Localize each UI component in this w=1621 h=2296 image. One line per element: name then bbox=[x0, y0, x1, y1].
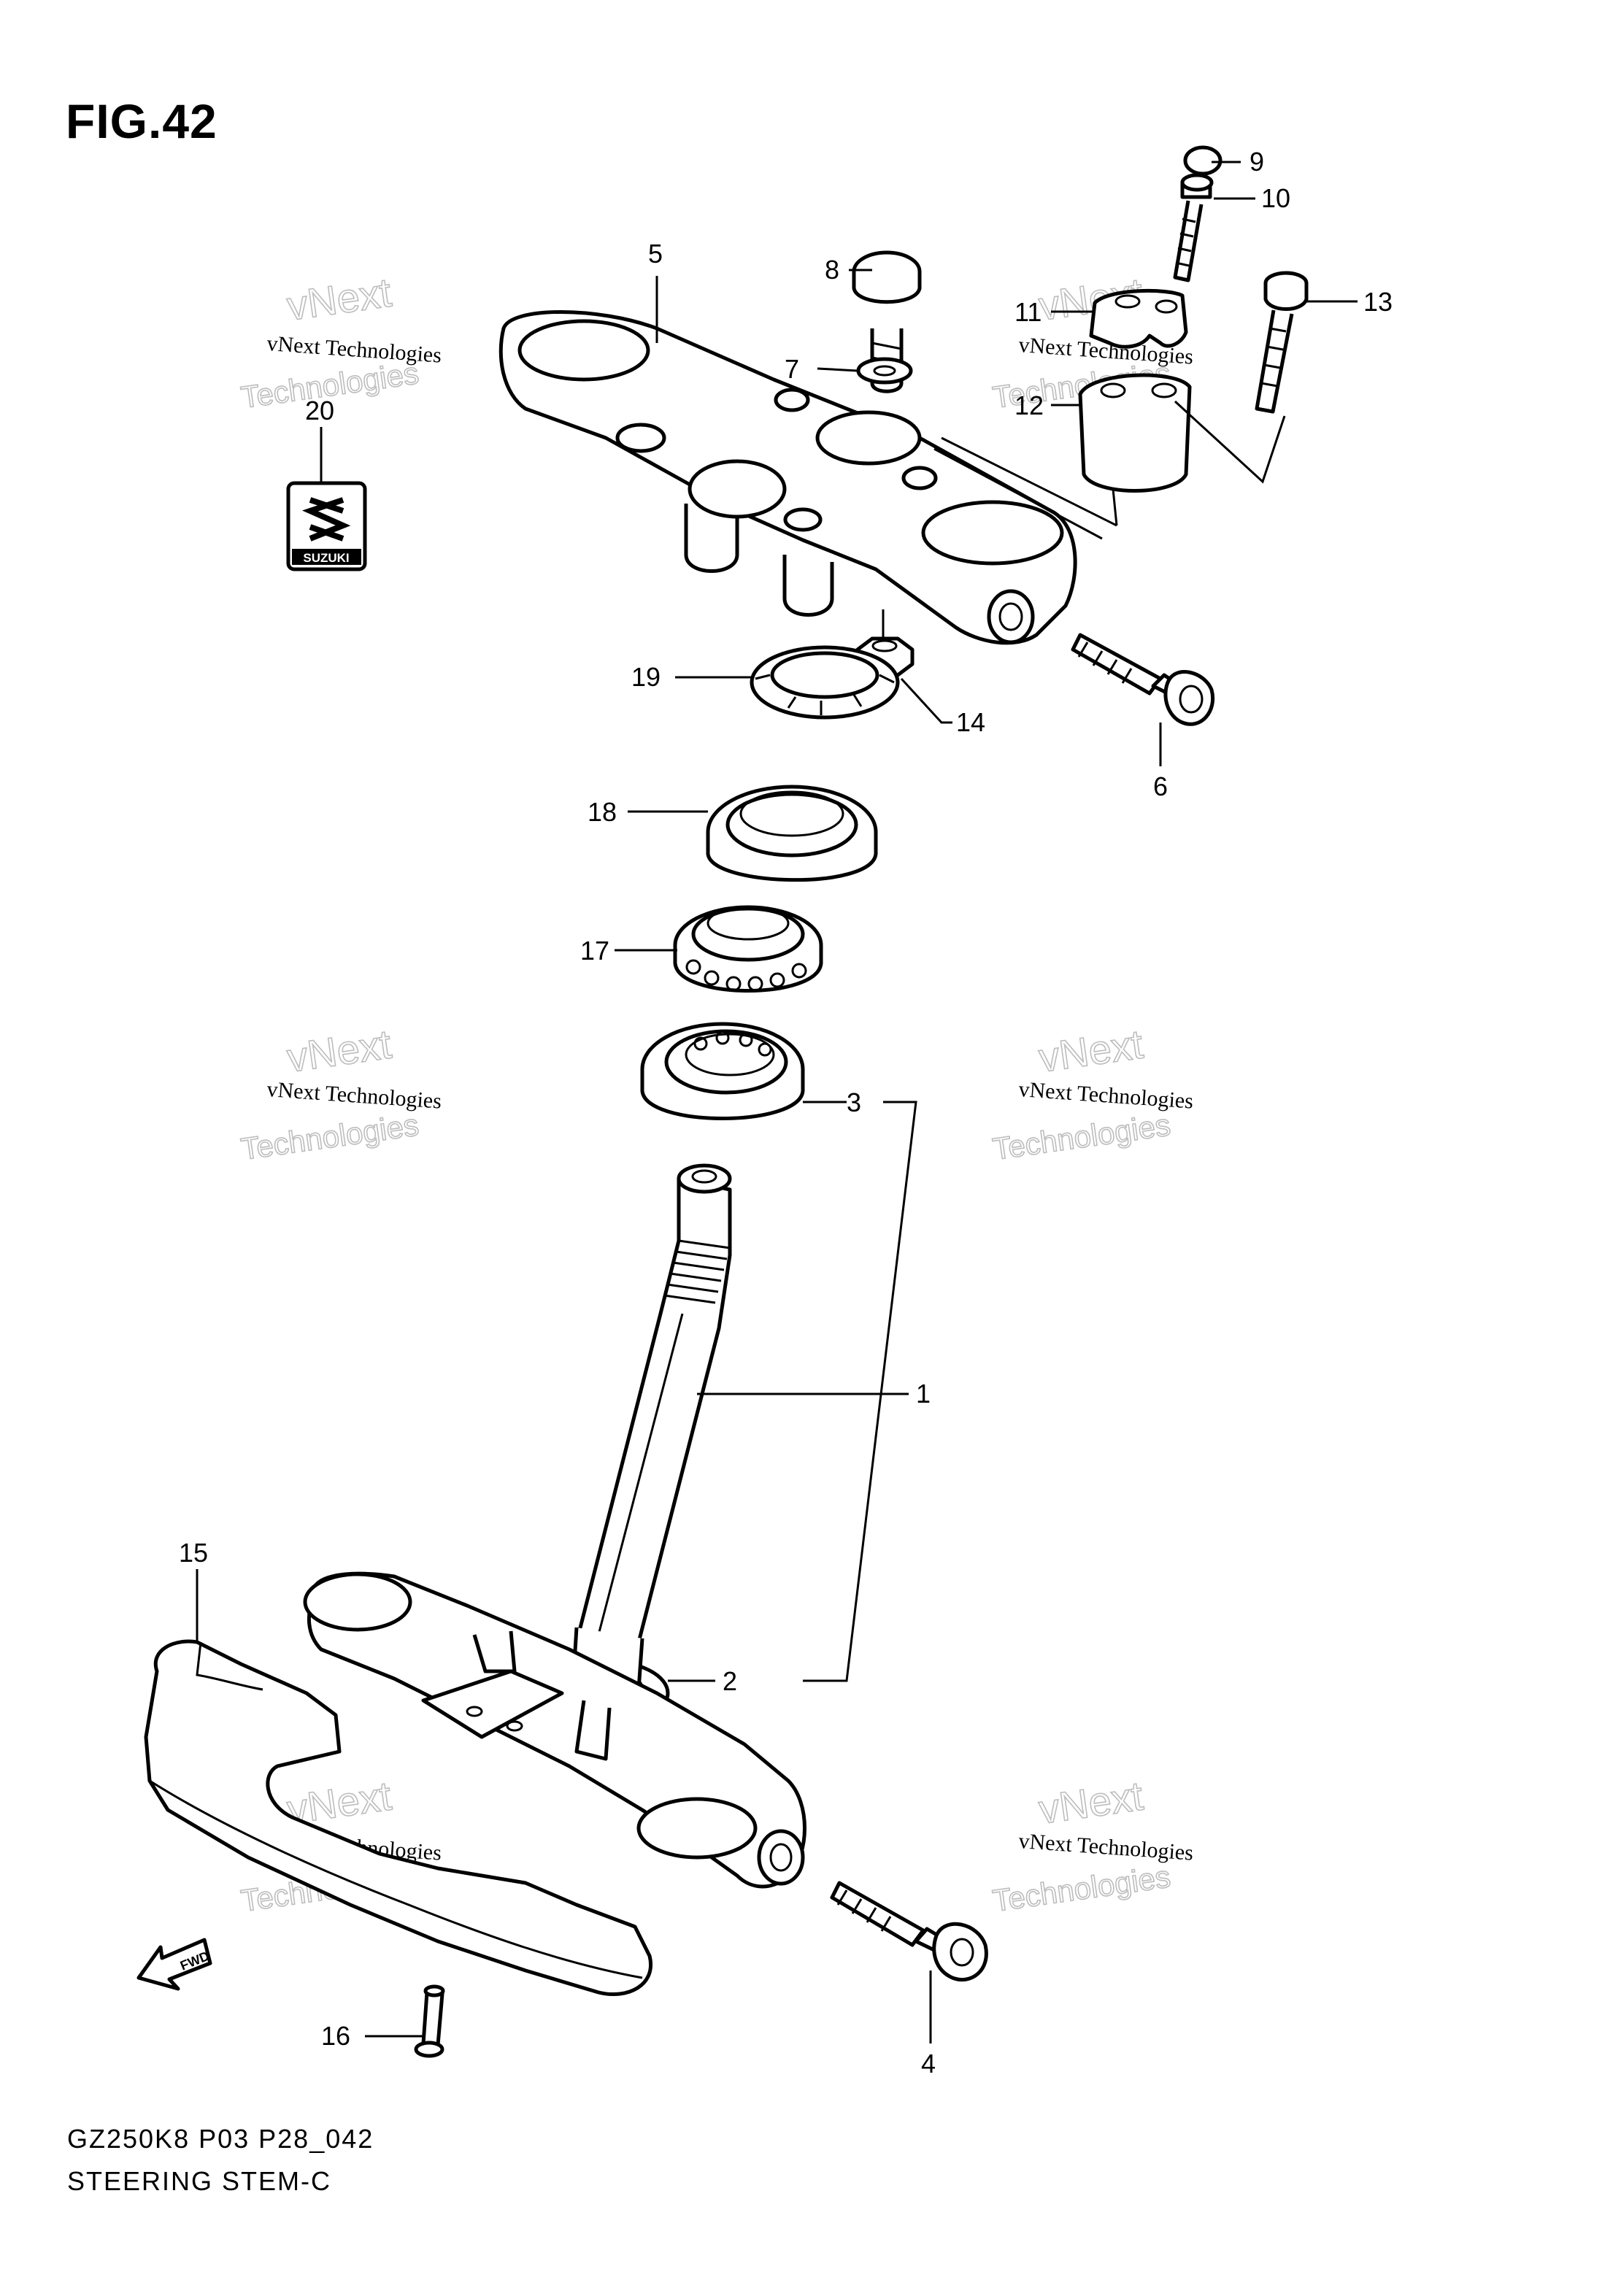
figure-title: FIG.42 bbox=[66, 94, 217, 148]
watermark-vnext: vNext bbox=[284, 1021, 394, 1081]
part-20-suzuki-emblem: SUZUKI bbox=[286, 481, 367, 571]
callout-18: 18 bbox=[588, 797, 617, 827]
callout-11: 11 bbox=[1014, 297, 1041, 327]
callout-7: 7 bbox=[785, 354, 799, 384]
part-4-bolt bbox=[830, 1881, 988, 1982]
callout-labels: 1 2 3 4 5 6 7 8 9 10 11 12 13 14 15 16 1… bbox=[179, 147, 1393, 2079]
part-13-bolt bbox=[1255, 271, 1309, 414]
part-3-bearing-race bbox=[640, 1022, 805, 1120]
callout-14: 14 bbox=[956, 707, 985, 737]
watermark-vnext: vNext bbox=[1036, 1773, 1146, 1833]
callout-10: 10 bbox=[1261, 183, 1290, 213]
callout-4: 4 bbox=[921, 2049, 936, 2079]
leader-lines bbox=[196, 161, 1358, 2043]
part-5-upper-bracket bbox=[498, 310, 1077, 645]
watermark-vnext: vNext bbox=[284, 269, 394, 329]
assembly-guide-lines bbox=[933, 400, 1286, 540]
callout-16: 16 bbox=[321, 2021, 350, 2051]
part-18-dust-seal bbox=[706, 785, 878, 882]
callout-17: 17 bbox=[580, 936, 609, 966]
callout-3: 3 bbox=[847, 1087, 861, 1117]
callout-12: 12 bbox=[1014, 390, 1044, 420]
part-15-cover bbox=[144, 1639, 652, 1997]
watermark-text: vNext Technologies bbox=[1018, 1077, 1195, 1114]
callout-19: 19 bbox=[631, 662, 661, 692]
model-code: GZ250K8 P03 P28_042 bbox=[67, 2124, 374, 2154]
callout-6: 6 bbox=[1153, 771, 1168, 801]
watermark-technologies: Technologies bbox=[990, 1107, 1172, 1166]
callout-2: 2 bbox=[723, 1666, 737, 1696]
bearing-balls bbox=[685, 959, 807, 992]
part-12-holder-lower bbox=[1078, 373, 1192, 493]
part-10-bolt bbox=[1173, 173, 1214, 282]
watermark-text: vNext Technologies bbox=[266, 331, 443, 368]
watermark-technologies: Technologies bbox=[990, 1859, 1172, 1918]
callout-8: 8 bbox=[825, 255, 839, 285]
part-6-bolt bbox=[1071, 633, 1214, 726]
watermark-technologies: Technologies bbox=[239, 1107, 420, 1166]
part-9-cap bbox=[1183, 145, 1223, 176]
callout-13: 13 bbox=[1363, 287, 1393, 317]
part-11-holder-upper bbox=[1089, 288, 1188, 349]
part-7-washer bbox=[856, 357, 913, 385]
part-16-screw bbox=[414, 1984, 445, 2058]
part-19-lock-nut bbox=[750, 645, 900, 720]
callout-1: 1 bbox=[916, 1379, 931, 1409]
emblem-text: SUZUKI bbox=[303, 551, 349, 565]
fwd-arrow-icon: FWD bbox=[136, 1938, 212, 1991]
watermark-vnext: vNext bbox=[1036, 1021, 1146, 1081]
figure-caption: STEERING STEM-C bbox=[67, 2166, 332, 2196]
callout-5: 5 bbox=[648, 239, 663, 269]
callout-20: 20 bbox=[305, 396, 334, 425]
callout-15: 15 bbox=[179, 1538, 208, 1568]
callout-9: 9 bbox=[1250, 147, 1264, 177]
part-17-bearing bbox=[673, 905, 823, 993]
part-15-lower-bracket bbox=[303, 1571, 806, 1889]
part-1-steering-stem bbox=[574, 1163, 732, 1659]
watermark-text: vNext Technologies bbox=[1018, 1829, 1195, 1865]
watermark-text: vNext Technologies bbox=[266, 1077, 443, 1114]
